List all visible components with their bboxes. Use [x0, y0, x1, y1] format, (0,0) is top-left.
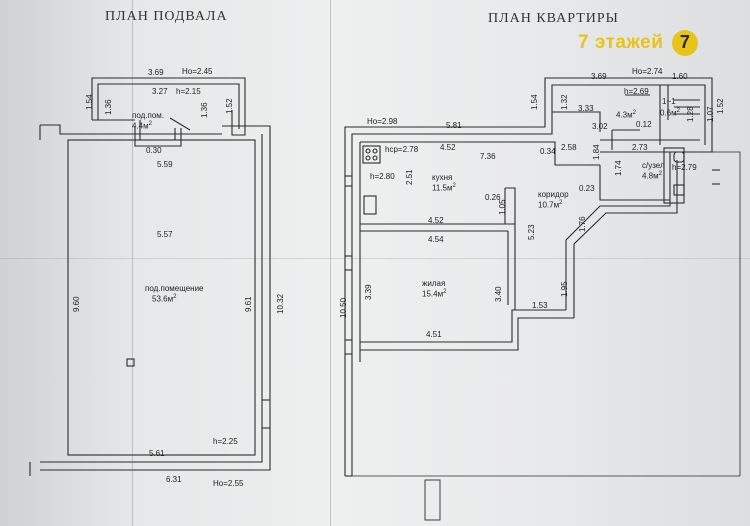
room-name: под.пом. [132, 111, 164, 120]
dim-label: 1.76 [578, 216, 587, 232]
dim-label: 3.69 [591, 72, 607, 81]
dim-label: 9.60 [72, 296, 81, 312]
dim-label: 3.40 [494, 286, 503, 302]
apartment-walls [344, 77, 741, 521]
dim-label: 0.12 [636, 120, 652, 129]
dim-label: 3.69 [148, 68, 164, 77]
brand-name: 7 этажей [578, 32, 664, 53]
dim-label: 5.61 [149, 449, 165, 458]
height-label: h=2.15 [176, 87, 201, 96]
dim-label: 1.28 [686, 106, 695, 122]
dim-label: 7.36 [480, 152, 496, 161]
room-name: кухня [432, 173, 453, 182]
dim-label: 1.52 [225, 98, 234, 114]
room-name: жилая [422, 279, 446, 288]
dim-label: 5.57 [157, 230, 173, 239]
dim-label: 1.74 [614, 160, 623, 176]
room-area: 0.6м2 [660, 108, 680, 118]
dim-label: 1.60 [672, 72, 688, 81]
dim-label: 2.58 [561, 143, 577, 152]
dim-label: 1.54 [530, 94, 539, 110]
dim-label: 1.53 [532, 301, 548, 310]
room-area: 4.4м2 [132, 121, 152, 131]
dim-label: 3.33 [578, 104, 594, 113]
dim-label: 1.05 [498, 199, 507, 215]
height-label: h=2.25 [213, 437, 238, 446]
dim-label: 1~1 [662, 97, 676, 106]
height-label: h=2.80 [370, 172, 395, 181]
dim-label: 6.31 [166, 475, 182, 484]
dim-label: 5.23 [527, 224, 536, 240]
dim-label: 10.50 [339, 297, 348, 318]
room-area: 4.8м2 [642, 171, 662, 181]
height-label: Ho=2.55 [213, 479, 244, 488]
brand-watermark: 7 этажей 7 [578, 30, 698, 58]
dim-label: 9.61 [244, 296, 253, 312]
height-label: hср=2.78 [385, 145, 419, 154]
dim-label: 1.36 [104, 99, 113, 115]
dim-label: 3.27 [152, 87, 168, 96]
dim-label: 1.36 [200, 102, 209, 118]
height-label: h=2.79 [672, 163, 697, 172]
dim-label: 10.32 [276, 293, 285, 314]
dim-label: 2.51 [405, 169, 414, 185]
height-label: Ho=2.74 [632, 67, 663, 76]
dim-label: 2.73 [632, 143, 648, 152]
room-name: коридор [538, 190, 569, 199]
dim-label: 1.84 [592, 144, 601, 160]
paper-fold [0, 258, 750, 259]
dim-label: 4.52 [428, 216, 444, 225]
dim-label: 1.95 [560, 281, 569, 297]
paper-crease [330, 0, 331, 526]
dim-label: 1.32 [560, 94, 569, 110]
dim-label: 1.52 [716, 98, 725, 114]
room-area: 53.6м2 [152, 294, 177, 304]
room-name: с/узел [642, 161, 665, 170]
height-label: h=2.69 [624, 87, 649, 96]
dim-label: 0.34 [540, 147, 556, 156]
dim-label: 4.54 [428, 235, 444, 244]
brand-logo-icon: 7 [671, 30, 698, 56]
dim-label: 0.30 [146, 146, 162, 155]
height-label: Ho=2.98 [367, 117, 398, 126]
dim-label: 4.51 [426, 330, 442, 339]
dim-label: 4.52 [440, 143, 456, 152]
room-area: 10.7м2 [538, 200, 563, 210]
dim-label: 5.59 [157, 160, 173, 169]
dim-label: 3.02 [592, 122, 608, 131]
paper-crease [132, 0, 133, 526]
dim-label: 1.07 [706, 106, 715, 122]
basement-plan-title: ПЛАН ПОДВАЛА [105, 9, 228, 24]
room-area: 11.5м2 [432, 183, 456, 193]
height-label: Ho=2.45 [182, 67, 213, 76]
basement-walls [29, 77, 271, 476]
dim-label: 3.39 [364, 284, 373, 300]
room-name: под.помещение [145, 284, 204, 293]
room-area: 15.4м2 [422, 289, 447, 299]
room-area: 4.3м2 [616, 110, 636, 120]
apartment-plan-title: ПЛАН КВАРТИРЫ [488, 11, 619, 26]
dim-label: 5.81 [446, 121, 462, 130]
dim-label: 1.54 [85, 94, 94, 110]
dim-label: 0.23 [579, 184, 595, 193]
dim-label: 0.26 [485, 193, 501, 202]
